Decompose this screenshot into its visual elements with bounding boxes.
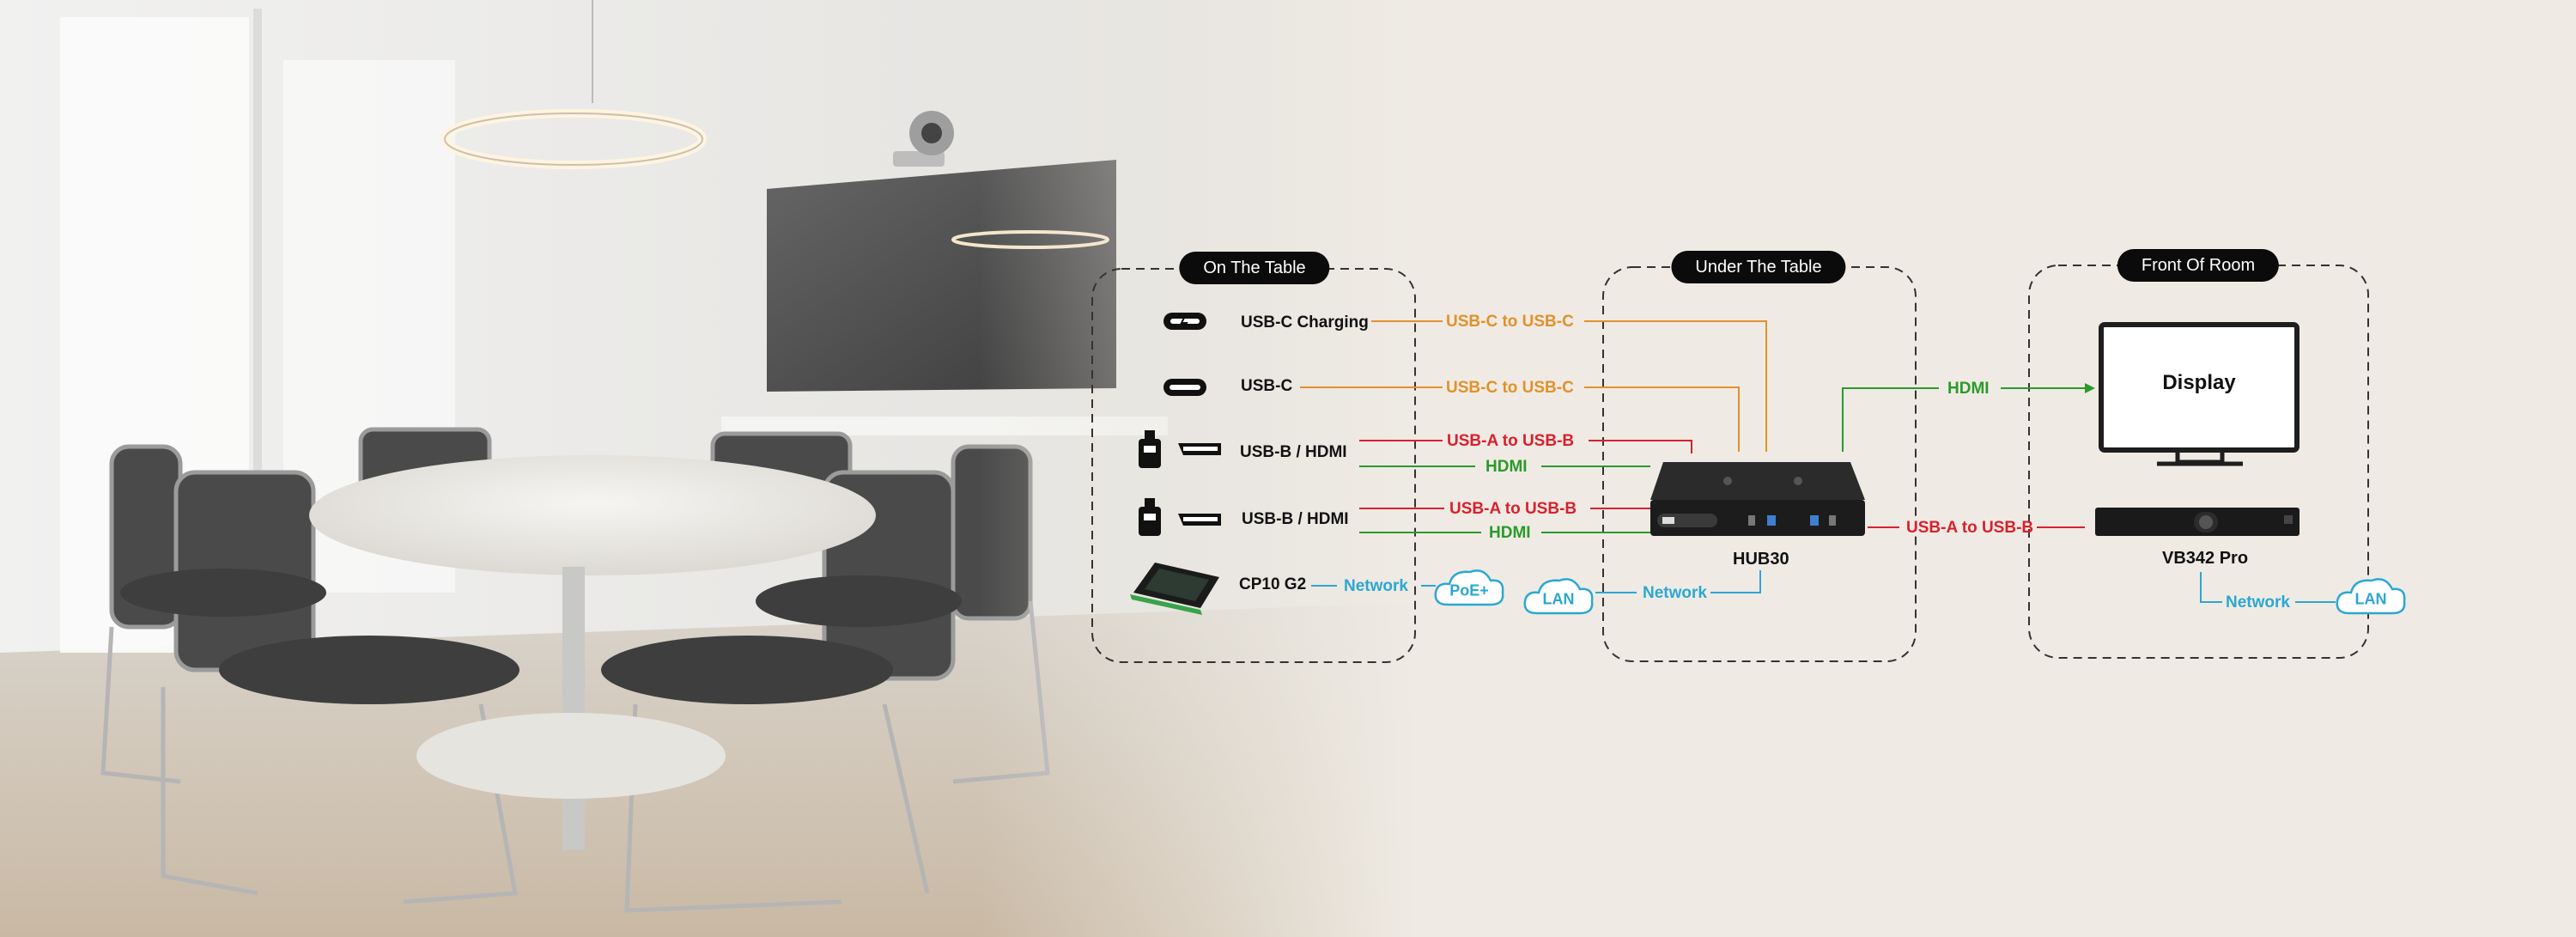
usb-ab-cable-line-1	[1359, 440, 1692, 453]
label-cp10-g2: CP10 G2	[1239, 575, 1307, 593]
cable-label-vb342-network: Network	[2226, 593, 2290, 611]
cable-label-charging: USB-C to USB-C	[1446, 313, 1574, 331]
lan-cloud-icon-front	[2336, 578, 2406, 615]
display-arrow	[2085, 383, 2095, 393]
label-hub30: HUB30	[1733, 550, 1789, 569]
usbc-cable-line	[1300, 386, 1740, 452]
cable-label-usb-ab-2: USB-A to USB-B	[1449, 500, 1577, 518]
cloud-label-poe: PoE+	[1449, 581, 1489, 599]
tag-on-the-table: On The Table	[1179, 252, 1330, 284]
front-room-box	[2028, 265, 2369, 659]
display-device	[2099, 322, 2300, 466]
usb-b-icon-2	[1139, 498, 1161, 536]
charging-cable-line	[1371, 320, 1767, 452]
display-screen-label: Display	[2162, 371, 2236, 394]
cable-label-hdmi-2: HDMI	[1489, 524, 1531, 542]
label-usbc: USB-C	[1241, 377, 1293, 395]
hub-to-display-line	[1842, 387, 2088, 452]
cable-label-usb-ab-1: USB-A to USB-B	[1447, 432, 1575, 450]
label-usbb-hdmi-2: USB-B / HDMI	[1242, 510, 1349, 528]
hdmi-icon-1	[1178, 443, 1221, 455]
cp10-touch-panel-icon	[1130, 563, 1219, 615]
vb342-pro-device	[2095, 508, 2300, 536]
hub-network-line	[1595, 570, 1761, 593]
cable-label-cp10-network: Network	[1344, 577, 1408, 595]
label-vb342-pro: VB342 Pro	[2162, 549, 2249, 568]
poe-cloud-icon	[1434, 569, 1504, 606]
usbc-icon	[1163, 379, 1206, 396]
label-usbb-hdmi-1: USB-B / HDMI	[1240, 443, 1347, 461]
cloud-label-lan-front: LAN	[2354, 590, 2387, 608]
cable-label-usbc: USB-C to USB-C	[1446, 379, 1574, 397]
cable-label-hdmi-1: HDMI	[1485, 458, 1528, 476]
lan-cloud-icon-hub	[1523, 578, 1594, 615]
under-table-box	[1602, 266, 1917, 662]
usbc-charging-icon	[1163, 313, 1206, 330]
cable-label-hub-to-vb342: USB-A to USB-B	[1906, 519, 2034, 537]
cable-label-hub-network: Network	[1643, 584, 1707, 602]
tag-front-of-room: Front Of Room	[2117, 249, 2280, 282]
hdmi-icon-2	[1178, 514, 1221, 526]
usb-b-icon-1	[1139, 430, 1161, 468]
cloud-label-lan-hub: LAN	[1542, 590, 1575, 608]
cable-label-hub-to-display: HDMI	[1947, 380, 1990, 398]
hub30-device	[1650, 462, 1865, 536]
label-usbc-charging: USB-C Charging	[1241, 313, 1369, 332]
tag-under-the-table: Under The Table	[1671, 251, 1846, 283]
vb342-network-line	[2200, 572, 2336, 603]
